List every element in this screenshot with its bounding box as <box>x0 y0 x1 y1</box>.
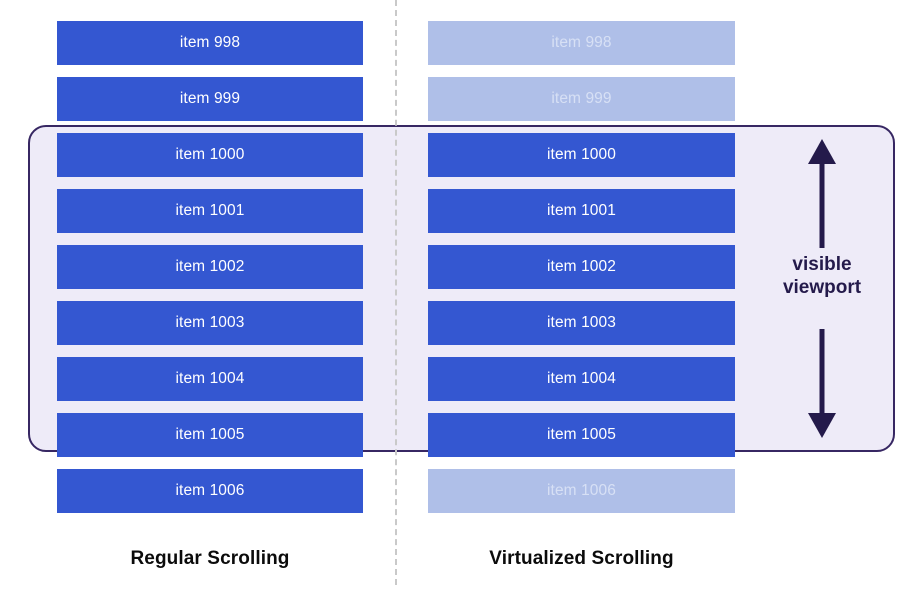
list-item[interactable]: item 1003 <box>57 301 363 345</box>
visible-viewport-label-line1: visible <box>792 254 852 275</box>
visible-viewport-label-line2: viewport <box>782 277 862 299</box>
visible-viewport-label: visible viewport <box>768 253 876 299</box>
caption-regular-scrolling: Regular Scrolling <box>130 548 290 569</box>
column-divider <box>395 0 397 585</box>
list-item[interactable]: item 999 <box>428 77 735 121</box>
list-item[interactable]: item 998 <box>57 21 363 65</box>
list-item[interactable]: item 1006 <box>57 469 363 513</box>
caption-virtualized-scrolling: Virtualized Scrolling <box>489 548 674 569</box>
list-item[interactable]: item 1000 <box>57 133 363 177</box>
list-item[interactable]: item 999 <box>57 77 363 121</box>
list-item[interactable]: item 1005 <box>428 413 735 457</box>
list-item[interactable]: item 1001 <box>57 189 363 233</box>
list-item[interactable]: item 1006 <box>428 469 735 513</box>
list-item[interactable]: item 1000 <box>428 133 735 177</box>
list-item[interactable]: item 1002 <box>428 245 735 289</box>
list-item[interactable]: item 1002 <box>57 245 363 289</box>
visible-viewport-annotation: visible viewport <box>768 137 876 440</box>
list-item[interactable]: item 1001 <box>428 189 735 233</box>
list-item[interactable]: item 998 <box>428 21 735 65</box>
double-arrow-icon <box>808 139 836 438</box>
list-item[interactable]: item 1005 <box>57 413 363 457</box>
list-item[interactable]: item 1003 <box>428 301 735 345</box>
list-item[interactable]: item 1004 <box>57 357 363 401</box>
list-item[interactable]: item 1004 <box>428 357 735 401</box>
